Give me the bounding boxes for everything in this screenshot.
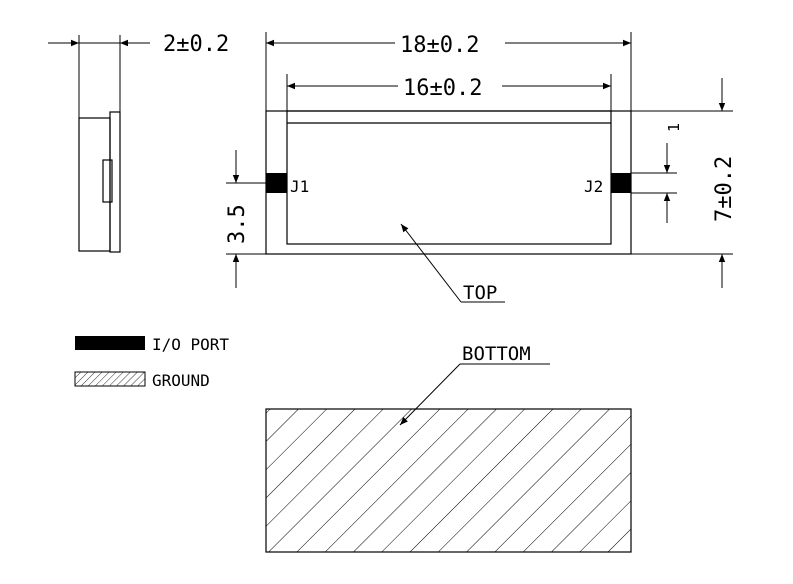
port-j2-pad — [611, 173, 631, 193]
port-j1-pad — [266, 173, 287, 193]
overall-height-dim: 7±0.2 — [712, 156, 737, 222]
bottom-view: BOTTOM — [265, 343, 632, 553]
inner-length-dim: 16±0.2 — [403, 76, 482, 101]
legend-ground-swatch — [74, 371, 146, 387]
port-j1-label: J1 — [290, 177, 309, 196]
top-view-inner-body — [286, 110, 612, 245]
legend-io-port-label: I/O PORT — [152, 335, 229, 354]
overall-length-dim: 18±0.2 — [400, 33, 479, 58]
legend-ground-label: GROUND — [152, 371, 210, 390]
top-view-outline — [265, 110, 632, 255]
legend: I/O PORT GROUND — [74, 335, 229, 390]
port-size-dim: 1 — [665, 123, 683, 132]
side-view-connector — [102, 159, 113, 203]
top-view: J1 J2 18±0.2 16±0.2 3.5 1 7±0.2 — [225, 32, 737, 304]
side-view-cover — [109, 111, 121, 253]
side-view-body — [78, 117, 111, 252]
bottom-view-ground-plane — [265, 408, 632, 553]
side-thickness-dim: 2±0.2 — [163, 32, 229, 57]
bottom-view-label: BOTTOM — [462, 343, 531, 365]
side-view: 2±0.2 — [48, 32, 229, 253]
port-j2-label: J2 — [584, 177, 603, 196]
port-offset-dim: 3.5 — [225, 204, 250, 244]
legend-io-port-swatch — [75, 336, 145, 350]
top-view-label: TOP — [463, 282, 497, 304]
top-leader-arrow — [400, 223, 462, 303]
bottom-leader-arrow — [399, 363, 461, 426]
